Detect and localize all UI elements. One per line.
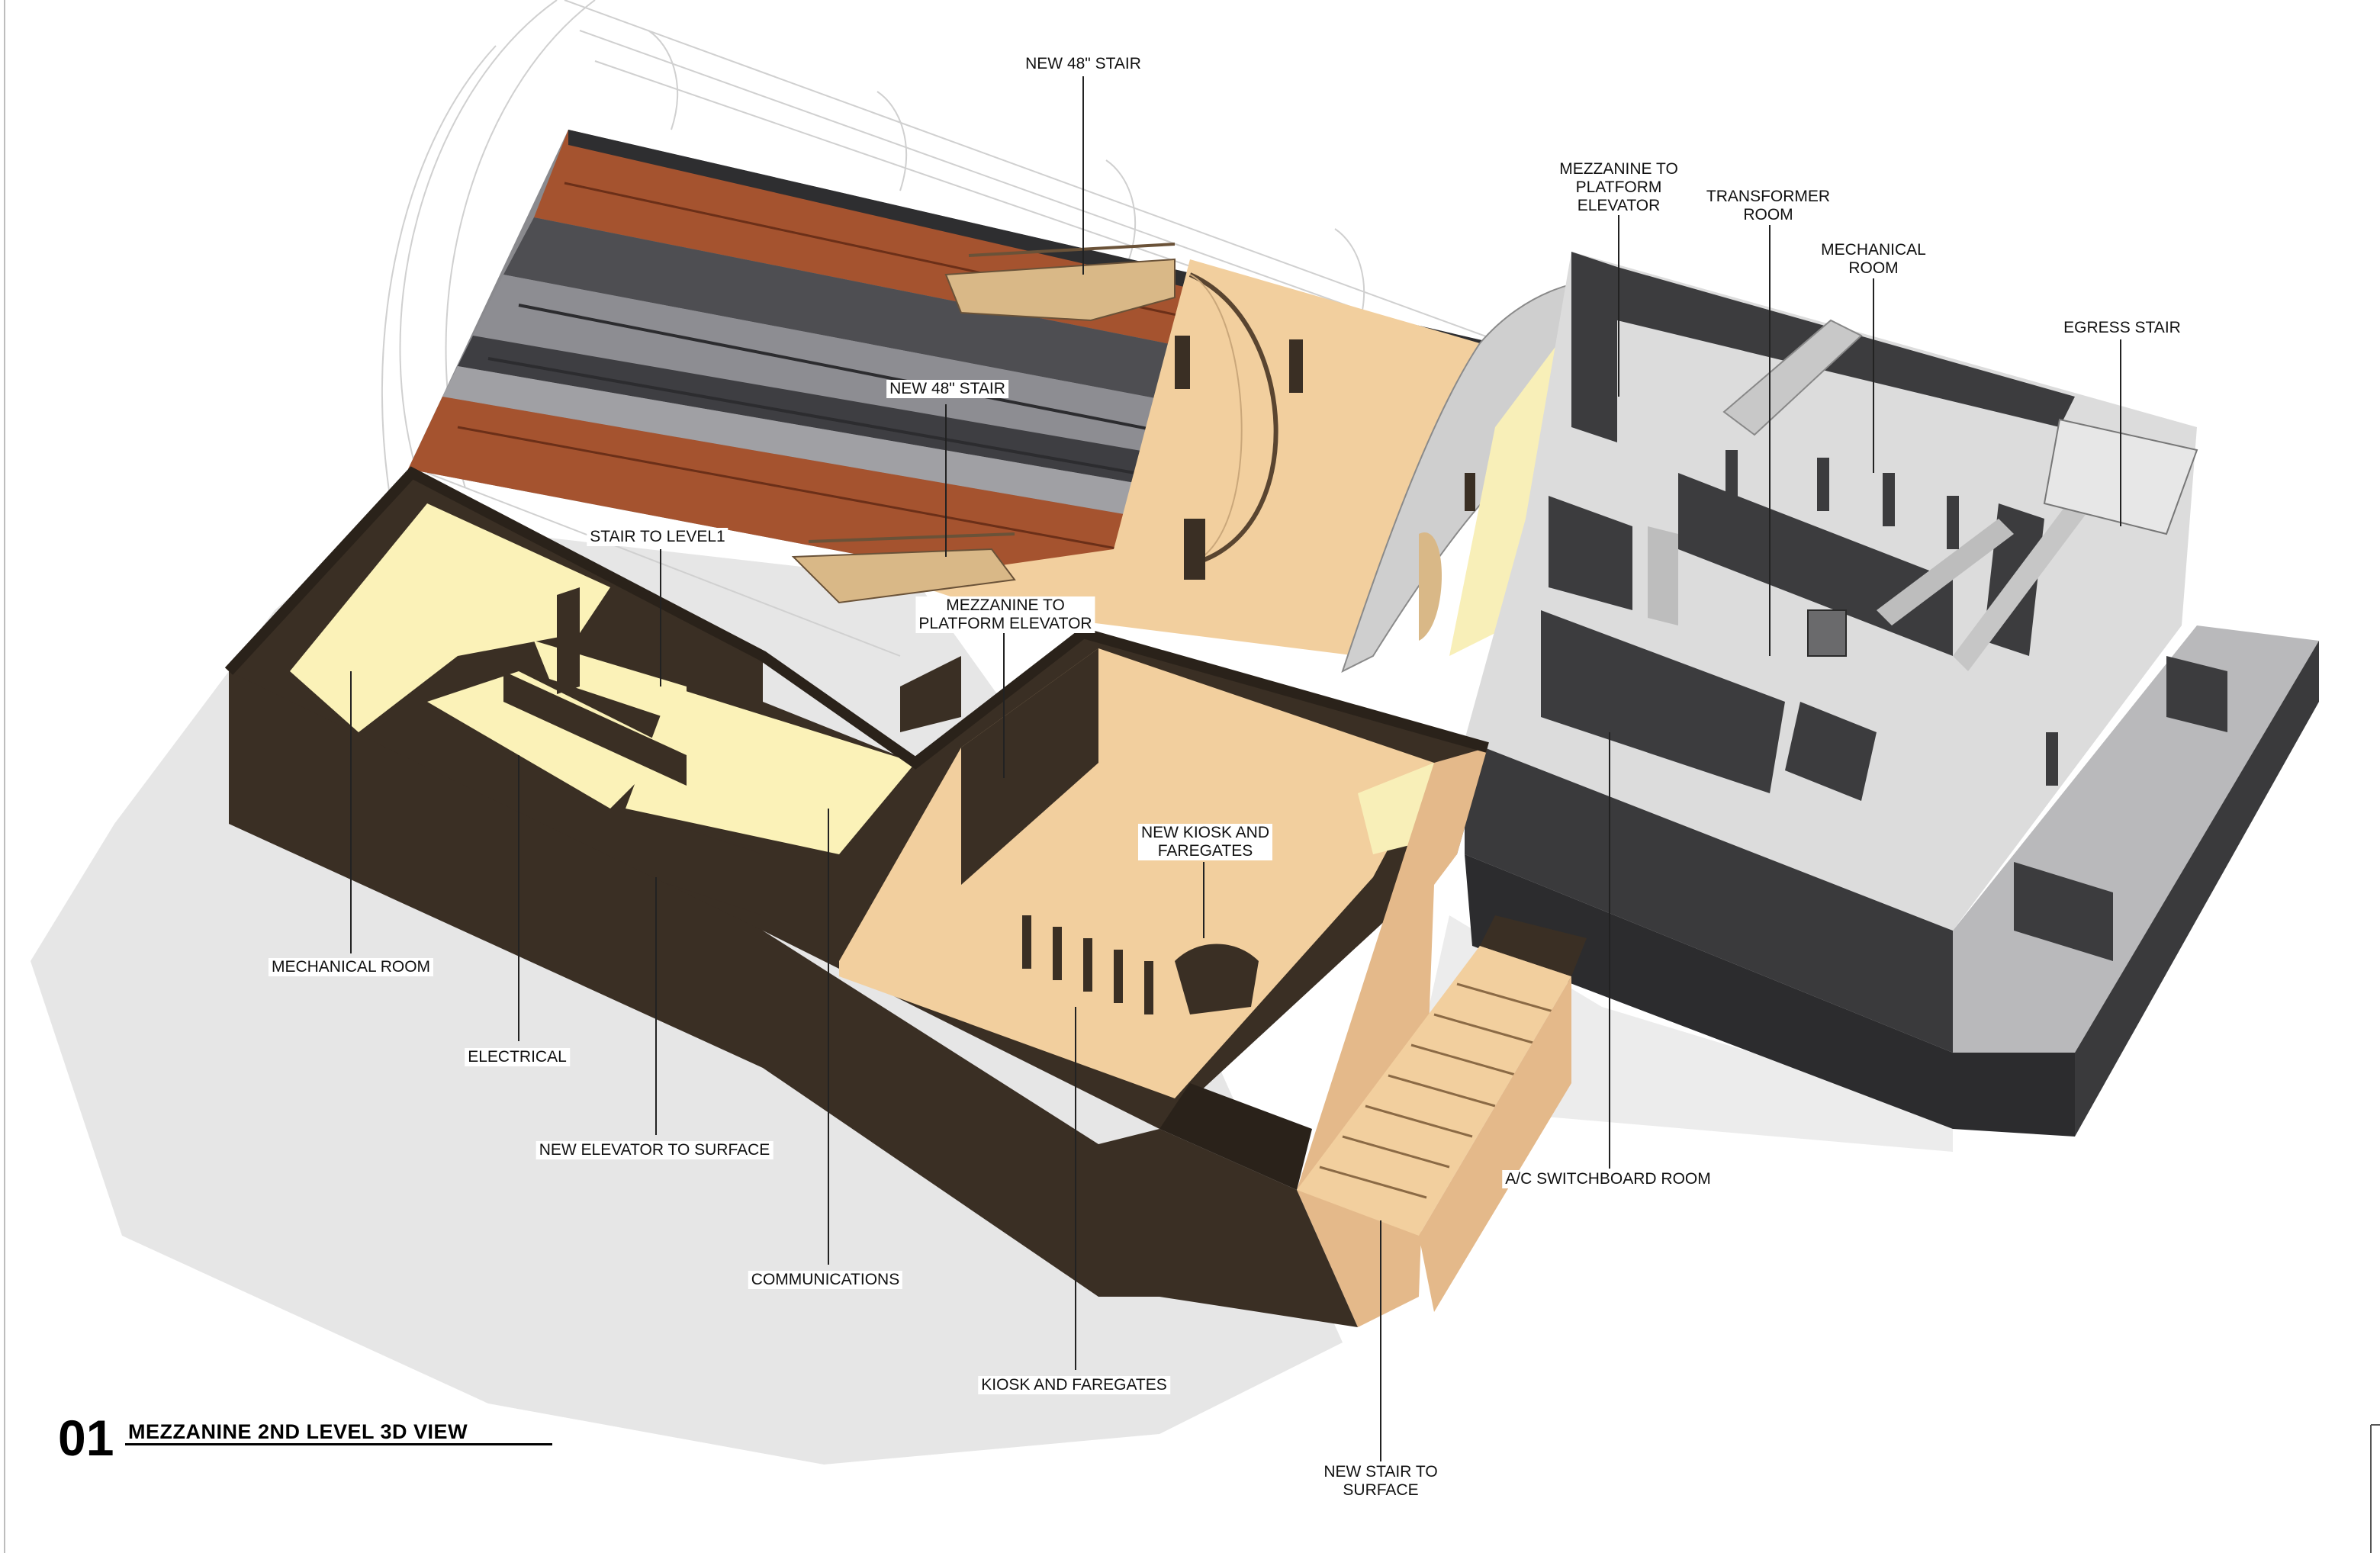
gray-equipment-block [1465, 252, 2319, 1137]
label-mezz-platform-elevator-right: MEZZANINE TO PLATFORM ELEVATOR [1556, 160, 1681, 215]
stair-treads [1319, 982, 1565, 1199]
leader-lines [350, 76, 2121, 1461]
label-ac-switchboard: A/C SWITCHBOARD ROOM [1502, 1170, 1714, 1188]
label-new-kiosk-faregates: NEW KIOSK AND FAREGATES [1137, 824, 1273, 860]
label-new-48-stair-top: NEW 48" STAIR [1022, 55, 1144, 73]
label-communications: COMMUNICATIONS [748, 1271, 903, 1289]
mezzanine-floor [791, 243, 1480, 656]
label-stair-to-level1: STAIR TO LEVEL1 [587, 528, 728, 546]
label-electrical: ELECTRICAL [465, 1048, 570, 1066]
title-underline [125, 1443, 552, 1445]
label-mechanical-room-right: MECHANICAL ROOM [1818, 241, 1929, 278]
label-new-stair-surface: NEW STAIR TO SURFACE [1320, 1463, 1441, 1500]
label-egress-stair: EGRESS STAIR [2060, 319, 2184, 337]
brown-station-box [224, 466, 1587, 1327]
label-new-elevator-surface: NEW ELEVATOR TO SURFACE [536, 1141, 774, 1159]
label-kiosk-faregates: KIOSK AND FAREGATES [978, 1376, 1170, 1394]
label-mezz-platform-elevator-center: MEZZANINE TO PLATFORM ELEVATOR [915, 596, 1095, 633]
label-new-48-stair-mid: NEW 48" STAIR [886, 380, 1008, 398]
view-title: MEZZANINE 2ND LEVEL 3D VIEW [128, 1420, 468, 1443]
view-number: 01 [58, 1410, 114, 1466]
faregates [1022, 915, 1153, 1014]
label-mechanical-room-left: MECHANICAL ROOM [268, 958, 434, 976]
label-transformer-room: TRANSFORMER ROOM [1703, 188, 1834, 224]
